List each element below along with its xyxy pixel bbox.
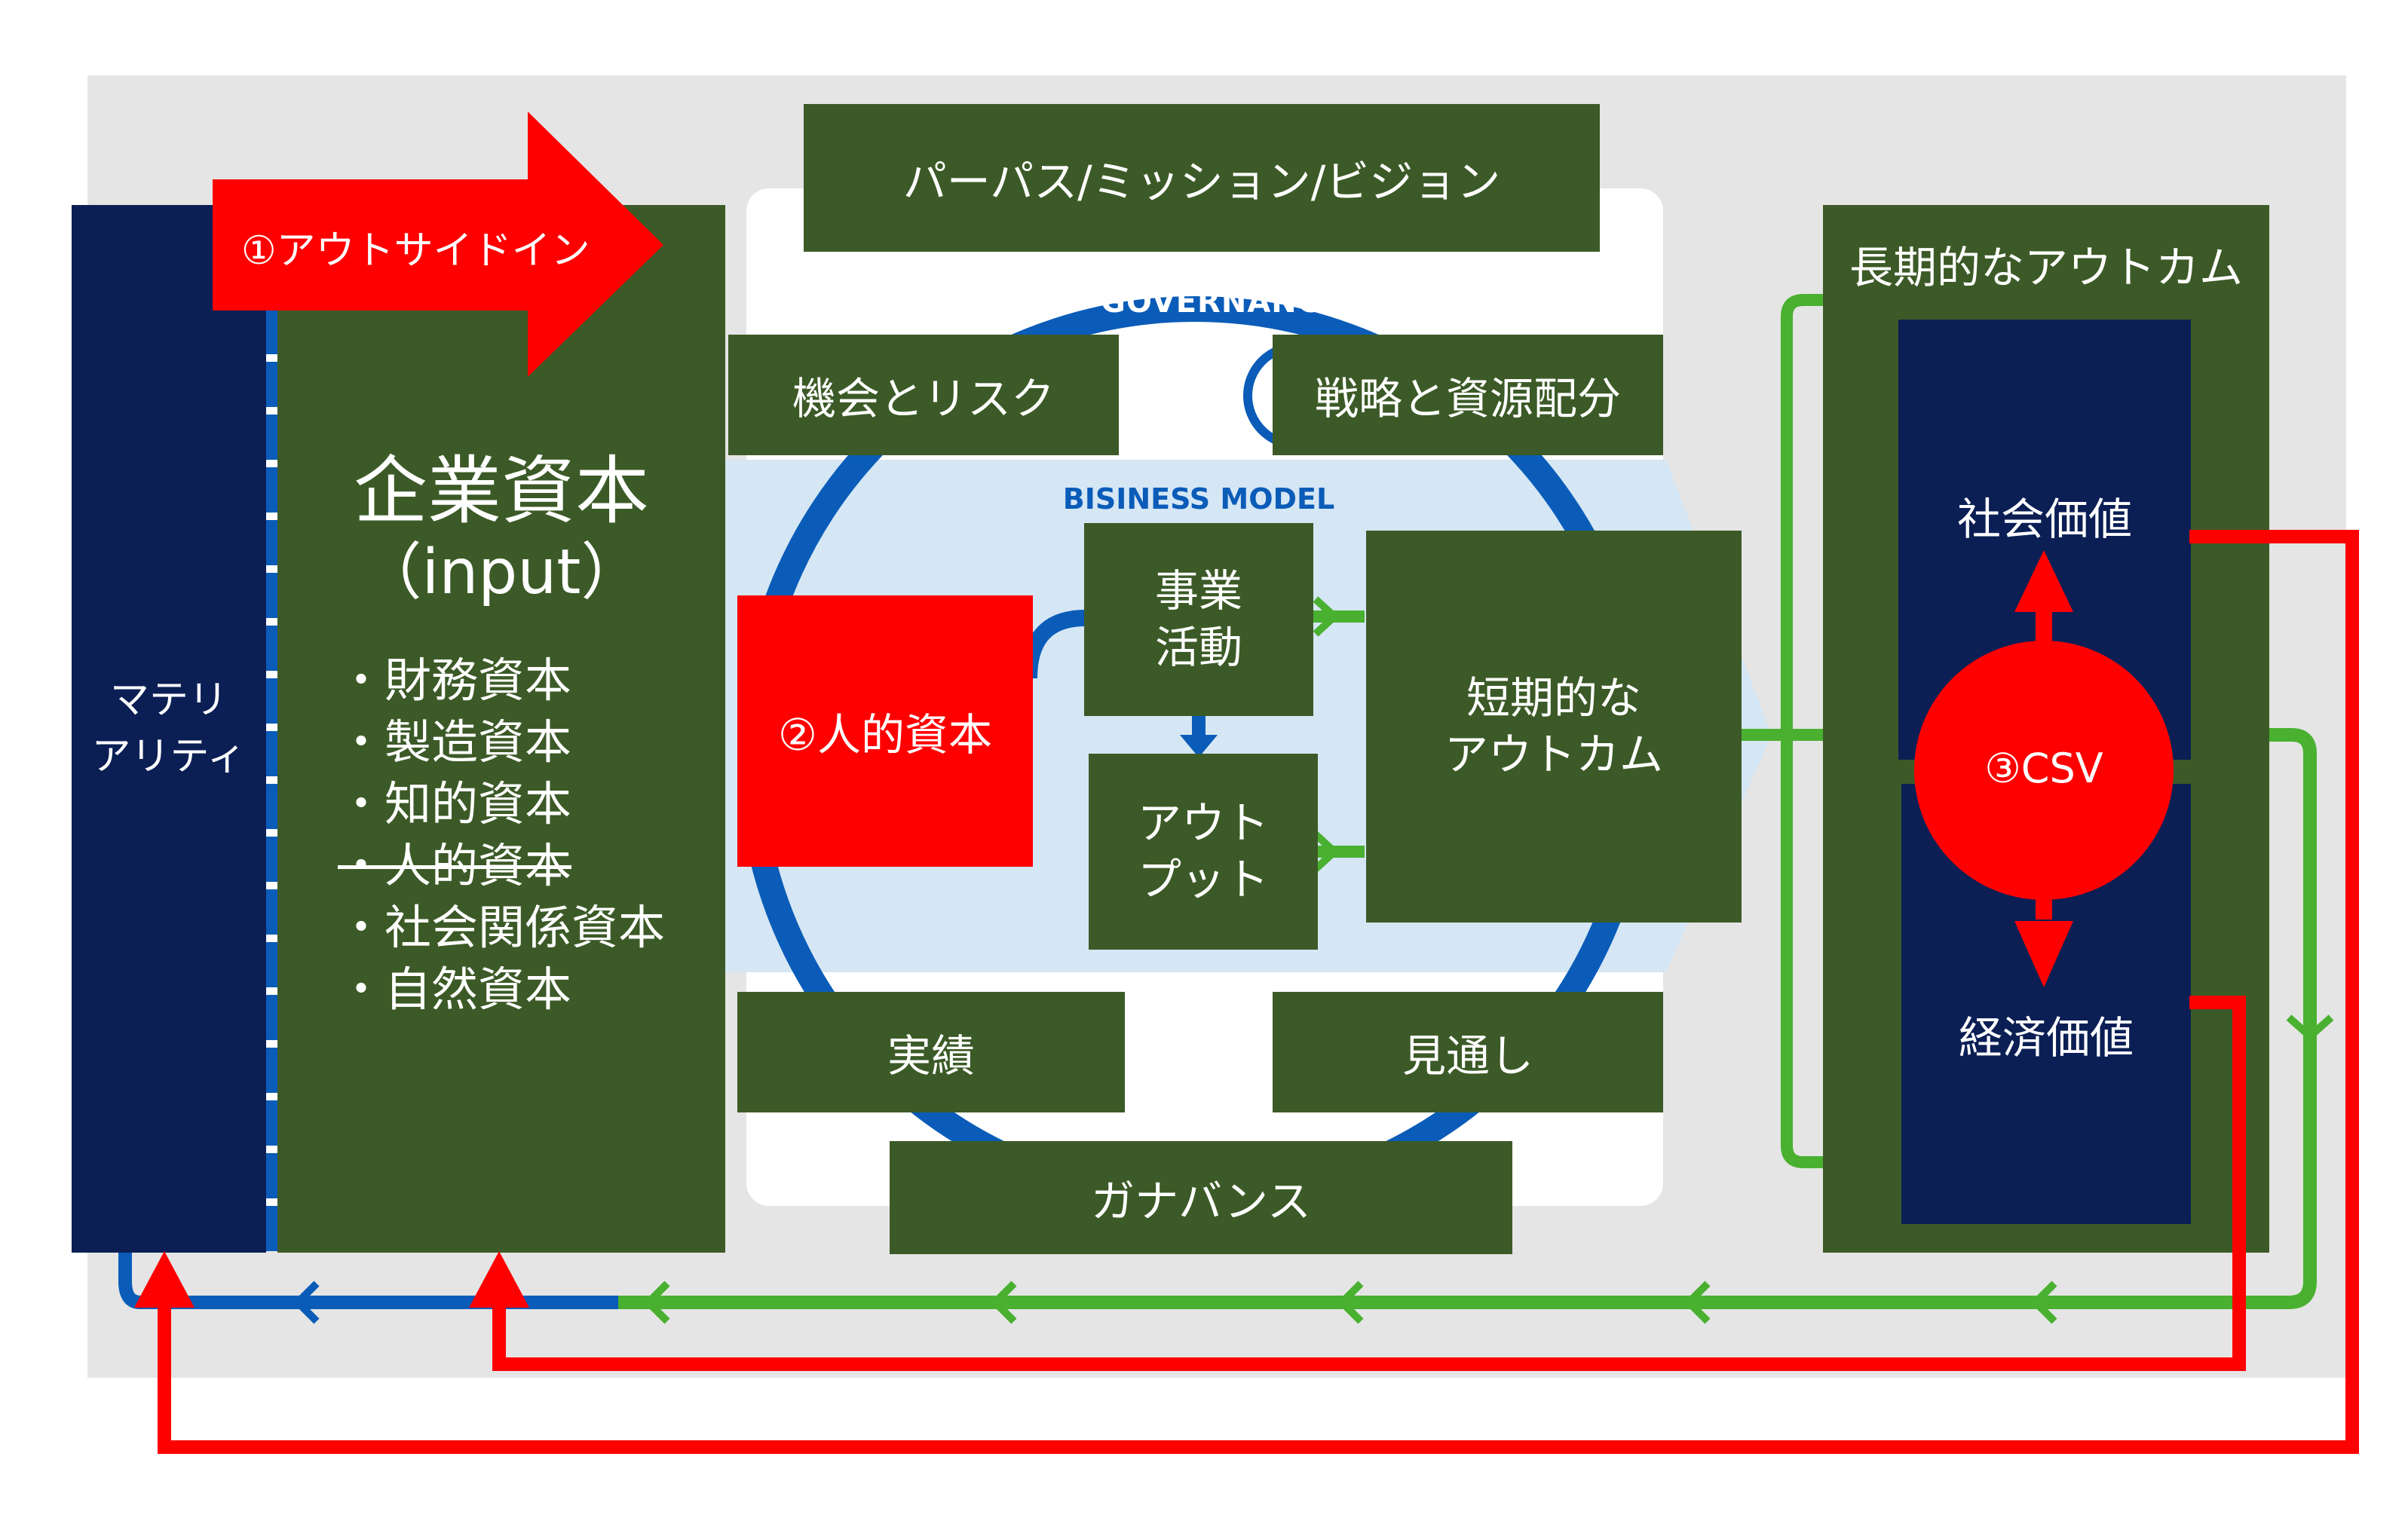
capital-title: 企業資本 <box>353 448 649 534</box>
down-chevron-icon <box>2286 1014 2334 1042</box>
purpose-label: パーパス/ミッション/ビジョン <box>902 156 1501 207</box>
governance-label: ガナバンス <box>1091 1176 1311 1227</box>
red-feedback-economic <box>492 996 2246 1371</box>
green-loop <box>1781 294 1823 1168</box>
strategy-label: 戦略と資源配分 <box>1314 373 1621 424</box>
business-activities-label: 事業 活動 <box>1154 565 1242 673</box>
opportunities-risks-label: 機会とリスク <box>792 373 1055 424</box>
business-activities-box: 事業 活動 <box>1084 523 1313 716</box>
right-chevron-icon <box>1313 831 1340 872</box>
social-value-label: 社会価値 <box>1956 494 2132 545</box>
outlook-label: 見通し <box>1402 1030 1533 1082</box>
materiality-label: マテリ アリティ <box>91 677 247 779</box>
short-term-outcomes-label: 短期的な アウトカム <box>1444 672 1663 780</box>
outputs-box: アウト プット <box>1089 754 1318 950</box>
red-feedback-social <box>158 530 2359 1454</box>
up-arrow-icon <box>134 1251 195 1308</box>
capital-manufactured: ・製造資本 <box>338 715 572 770</box>
green-return-path <box>618 728 2317 1309</box>
performance-box: 実績 <box>737 992 1125 1112</box>
right-chevron-icon <box>1313 596 1340 637</box>
capital-social: ・社会関係資本 <box>338 900 666 955</box>
capital-intellectual: ・知的資本 <box>338 776 572 831</box>
human-capital-box: ②人的資本 <box>737 595 1033 867</box>
human-capital-label: ②人的資本 <box>778 709 992 760</box>
capital-list: ・財務資本 ・製造資本 ・知的資本 ・人的資本 ・社会関係資本 ・自然資本 <box>338 650 665 1021</box>
down-arrow-icon <box>1180 735 1218 757</box>
governance-box: ガナバンス <box>890 1141 1512 1254</box>
strategy-box: 戦略と資源配分 <box>1273 335 1663 455</box>
economic-value-label: 経済価値 <box>1958 1012 2134 1063</box>
purpose-box: パーパス/ミッション/ビジョン <box>804 104 1600 252</box>
capital-human: ・人的資本 <box>338 838 572 893</box>
left-chevron-icon <box>292 1281 2057 1324</box>
performance-label: 実績 <box>887 1030 975 1082</box>
short-term-outcomes-box: 短期的な アウトカム <box>1366 531 1742 923</box>
corporate-capital-box: 企業資本 （input） ・財務資本 ・製造資本 ・知的資本 ・人的資本 ・社会… <box>277 205 725 1253</box>
capital-natural: ・自然資本 <box>338 962 572 1017</box>
long-term-outcomes-label: 長期的なアウトカム <box>1849 242 2243 293</box>
outlook-box: 見通し <box>1273 992 1663 1112</box>
outside-in-label: ①アウトサイドイン <box>241 228 590 274</box>
csv-label: ③CSV <box>1984 745 2103 792</box>
blue-return-path <box>118 1253 618 1309</box>
up-arrow-icon <box>469 1251 529 1308</box>
materiality-box: マテリ アリティ <box>72 205 266 1253</box>
governance-ring-label: GOVERNANCE <box>1101 285 1342 320</box>
outputs-label: アウト プット <box>1137 797 1269 905</box>
capital-subtitle: （input） <box>360 537 643 608</box>
csv-circle <box>1914 641 2174 900</box>
capital-financial: ・財務資本 <box>338 653 572 708</box>
business-model-label: BISINESS MODEL <box>1062 482 1335 516</box>
opportunities-risks-box: 機会とリスク <box>728 335 1119 455</box>
